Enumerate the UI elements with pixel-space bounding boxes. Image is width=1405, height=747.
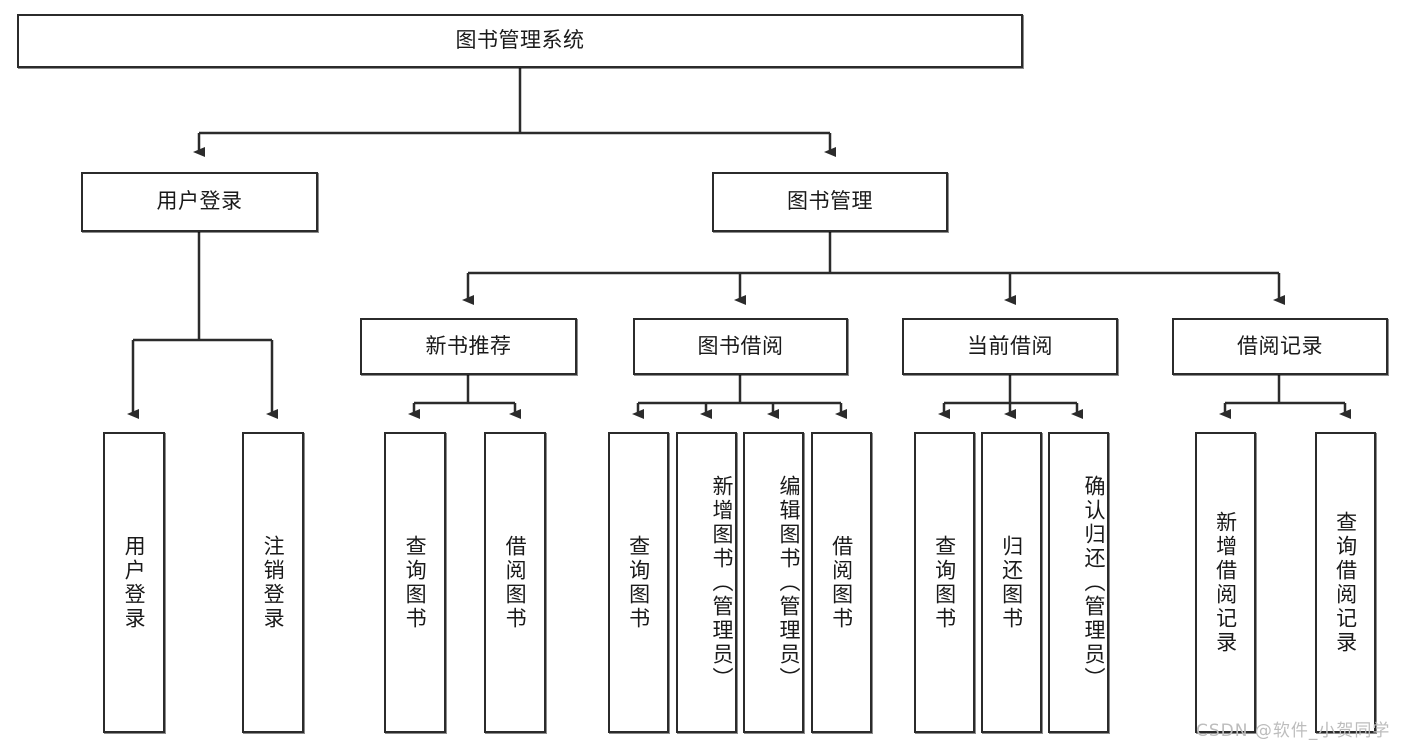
node-new-book-recommend[interactable]: 新书推荐 bbox=[360, 318, 577, 375]
node-current-borrow[interactable]: 当前借阅 bbox=[902, 318, 1118, 375]
node-borrow-record[interactable]: 借阅记录 bbox=[1172, 318, 1388, 375]
node-leaf-book-borrow-3[interactable]: 借阅图书 bbox=[811, 432, 872, 733]
node-leaf-user-login-1[interactable]: 注销登录 bbox=[242, 432, 304, 733]
node-leaf-book-borrow-1[interactable]: 新增图书（管理员） bbox=[676, 432, 737, 733]
node-leaf-current-borrow-2[interactable]: 确认归还（管理员） bbox=[1048, 432, 1109, 733]
node-root[interactable]: 图书管理系统 bbox=[17, 14, 1023, 68]
node-leaf-user-login-0[interactable]: 用户登录 bbox=[103, 432, 165, 733]
node-leaf-new-book-0[interactable]: 查询图书 bbox=[384, 432, 446, 733]
node-leaf-new-book-1[interactable]: 借阅图书 bbox=[484, 432, 546, 733]
node-leaf-book-borrow-2[interactable]: 编辑图书（管理员） bbox=[743, 432, 804, 733]
csdn-watermark: CSDN @软件_小贺同学 bbox=[1196, 721, 1391, 741]
node-leaf-current-borrow-0[interactable]: 查询图书 bbox=[914, 432, 975, 733]
node-leaf-current-borrow-1[interactable]: 归还图书 bbox=[981, 432, 1042, 733]
node-leaf-borrow-record-1[interactable]: 查询借阅记录 bbox=[1315, 432, 1376, 733]
node-leaf-borrow-record-0[interactable]: 新增借阅记录 bbox=[1195, 432, 1256, 733]
node-book-manage[interactable]: 图书管理 bbox=[712, 172, 948, 232]
node-user-login[interactable]: 用户登录 bbox=[81, 172, 318, 232]
node-book-borrow[interactable]: 图书借阅 bbox=[633, 318, 848, 375]
node-leaf-book-borrow-0[interactable]: 查询图书 bbox=[608, 432, 669, 733]
